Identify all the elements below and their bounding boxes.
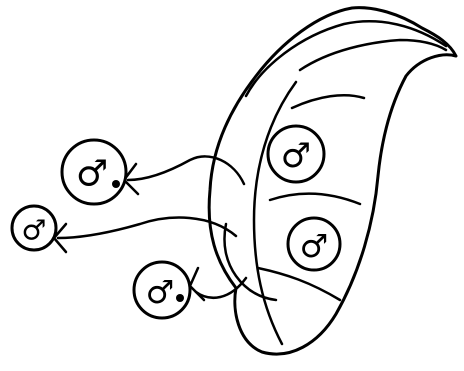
leaf-inner-curve-upper (300, 40, 446, 70)
leaf-vein-b (270, 194, 360, 204)
male-symbol-icon: ♂ (146, 273, 175, 311)
male-symbol-icon: ♂ (21, 214, 46, 247)
male-symbol-icon: ♂ (76, 154, 108, 195)
outer-circle-top-dot (112, 180, 120, 188)
leaf-vein-a (292, 95, 364, 108)
leaf-midrib (254, 82, 296, 344)
leaf-lower-lobe (224, 224, 276, 300)
leaf-outline (209, 8, 456, 354)
leaf-vein-c (258, 268, 340, 300)
leaf-inner-fold (246, 21, 446, 96)
outer-circle-bottom-dot (176, 294, 184, 302)
male-symbol-icon: ♂ (300, 227, 329, 265)
pathway-top (128, 156, 244, 184)
male-symbol-icon: ♂ (281, 136, 311, 176)
